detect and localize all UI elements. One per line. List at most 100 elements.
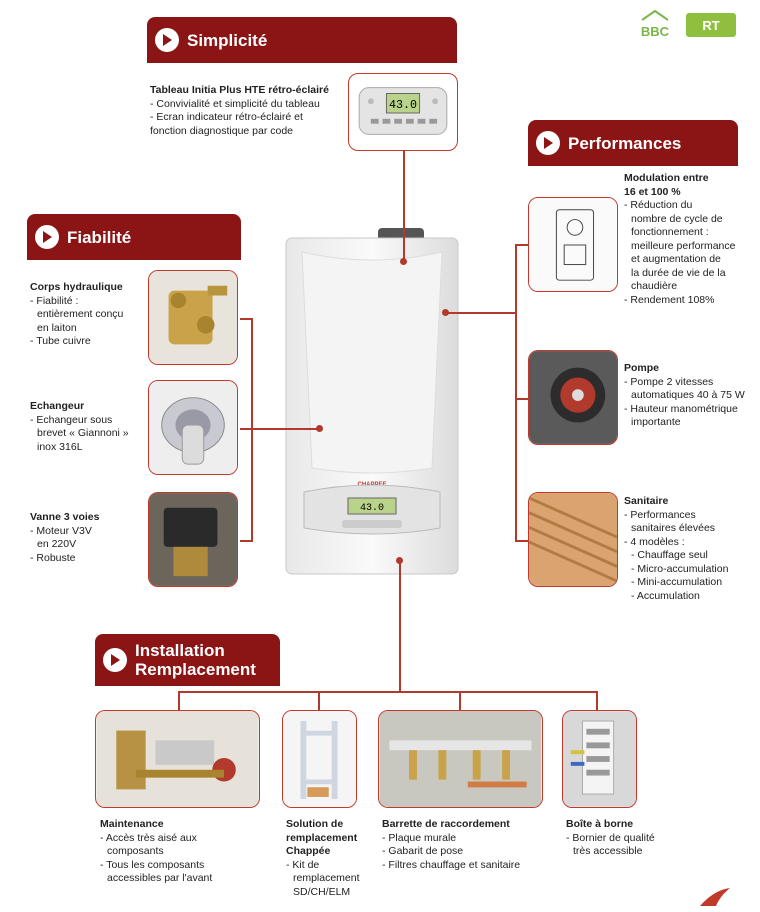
banner-performances: Performances xyxy=(528,120,738,166)
feature-line: - Chauffage seul xyxy=(631,549,708,561)
feature-line: chaudière xyxy=(631,280,678,292)
arrow-icon xyxy=(35,225,59,249)
feature-title: Pompe xyxy=(624,362,660,374)
arrow-icon xyxy=(103,648,127,672)
arrow-icon xyxy=(536,131,560,155)
control-panel-image: 43.0 xyxy=(348,73,458,151)
feature-sanitaire: Sanitaire - Performances sanitaires élev… xyxy=(624,495,760,603)
feature-line: fonction diagnostique par code xyxy=(150,124,294,137)
connector-line xyxy=(240,540,252,542)
feature-line: - Réduction du xyxy=(624,199,693,211)
feature-line: - Fiabilité : xyxy=(30,294,79,307)
connector-line xyxy=(318,691,320,711)
feature-boite-borne: Boîte à borne - Bornier de qualité très … xyxy=(566,818,686,859)
feature-title: Barrette de raccordement xyxy=(382,818,510,830)
feature-line: SD/CH/ELM xyxy=(293,885,351,898)
pompe-image xyxy=(528,350,618,445)
feature-line: - 4 modèles : xyxy=(624,535,685,548)
feature-title: 16 et 100 % xyxy=(624,185,681,198)
connector-line xyxy=(515,244,517,542)
display-value: 43.0 xyxy=(389,98,417,112)
connector-line xyxy=(403,151,405,261)
feature-title: Maintenance xyxy=(100,818,164,830)
feature-line: - Ecran indicateur rétro-éclairé et xyxy=(150,111,303,123)
feature-line: nombre de cycle de xyxy=(631,212,723,225)
connector-line xyxy=(516,398,528,400)
feature-line: importante xyxy=(631,416,681,428)
feature-remplacement: Solution de remplacement Chappée - Kit d… xyxy=(286,818,376,899)
sanitaire-image xyxy=(528,492,618,587)
feature-vanne: Vanne 3 voies - Moteur V3V en 220V - Rob… xyxy=(30,511,145,565)
connector-line xyxy=(240,428,252,430)
connector-dot xyxy=(400,258,407,265)
feature-line: brevet « Giannoni » xyxy=(37,427,129,439)
feature-title: Solution de xyxy=(286,818,344,830)
feature-title: Corps hydraulique xyxy=(30,281,123,293)
connector-dot xyxy=(442,309,449,316)
feature-corps-hydraulique: Corps hydraulique - Fiabilité : entièrem… xyxy=(30,281,145,349)
bbc-logo: BBC xyxy=(636,9,674,39)
banner-simplicite: Simplicité xyxy=(147,17,457,63)
feature-line: en laiton xyxy=(37,321,77,334)
feature-line: fonctionnement : xyxy=(631,226,709,238)
feature-pompe: Pompe - Pompe 2 vitesses automatiques 40… xyxy=(624,362,760,430)
feature-title: Vanne 3 voies xyxy=(30,511,100,523)
feature-line: - Mini-accumulation xyxy=(631,576,723,588)
modulation-image xyxy=(528,197,618,292)
feature-line: très accessible xyxy=(573,845,643,857)
feature-line: - Bornier de qualité xyxy=(566,831,655,844)
feature-line: - Echangeur sous xyxy=(30,413,113,426)
feature-tableau: Tableau Initia Plus HTE rétro-éclairé - … xyxy=(150,84,350,138)
brand-mark-icon xyxy=(700,888,730,906)
banner-title-line: Installation xyxy=(135,641,225,660)
feature-line: accessibles par l'avant xyxy=(107,872,213,884)
connector-line xyxy=(459,691,461,711)
feature-line: - Accumulation xyxy=(631,589,700,602)
feature-title: Chappée xyxy=(286,845,331,857)
connector-line xyxy=(446,312,516,314)
barrette-image xyxy=(378,710,543,808)
feature-line: - Tube cuivre xyxy=(30,335,91,347)
feature-line: - Accès très aisé aux xyxy=(100,831,197,844)
feature-title: Boîte à borne xyxy=(566,818,634,830)
feature-line: - Hauteur manométrique xyxy=(624,402,738,415)
feature-line: composants xyxy=(107,845,164,857)
feature-line: - Robuste xyxy=(30,551,76,564)
corps-hydraulique-image xyxy=(148,270,238,365)
banner-title: Fiabilité xyxy=(67,227,132,247)
feature-line: - Pompe 2 vitesses xyxy=(624,375,714,388)
feature-title: remplacement xyxy=(286,831,358,844)
connector-dot xyxy=(316,425,323,432)
feature-modulation: Modulation entre 16 et 100 % - Réduction… xyxy=(624,172,760,307)
feature-line: la durée de vie de la xyxy=(631,266,726,279)
feature-line: - Plaque murale xyxy=(382,831,457,844)
feature-line: - Filtres chauffage et sanitaire xyxy=(382,858,521,871)
feature-title: Tableau Initia Plus HTE rétro-éclairé xyxy=(150,84,329,96)
feature-line: - Gabarit de pose xyxy=(382,845,464,857)
remplacement-image xyxy=(282,710,357,808)
connector-line xyxy=(596,691,598,711)
feature-line: automatiques 40 à 75 W xyxy=(631,389,745,401)
house-roof-icon xyxy=(641,9,669,21)
feature-line: et augmentation de xyxy=(631,253,721,265)
feature-line: - Moteur V3V xyxy=(30,524,92,537)
arrow-icon xyxy=(155,28,179,52)
feature-line: sanitaires élevées xyxy=(631,522,716,534)
bbc-logo-text: BBC xyxy=(640,24,670,39)
feature-line: - Micro-accumulation xyxy=(631,562,729,575)
feature-line: - Tous les composants xyxy=(100,858,205,871)
banner-title: Simplicité xyxy=(187,30,268,50)
feature-line: - Convivialité et simplicité du tableau xyxy=(150,97,320,110)
connector-line xyxy=(178,691,180,711)
rt-logo: RT xyxy=(686,13,736,37)
feature-line: - Performances xyxy=(624,508,696,521)
feature-title: Modulation entre xyxy=(624,172,709,184)
rt-logo-text: RT xyxy=(702,17,720,33)
connector-line xyxy=(399,560,401,692)
banner-title-line: Remplacement xyxy=(135,660,256,679)
maintenance-image xyxy=(95,710,260,808)
boiler-display-value: 43.0 xyxy=(360,503,384,514)
connector-line xyxy=(251,428,319,430)
